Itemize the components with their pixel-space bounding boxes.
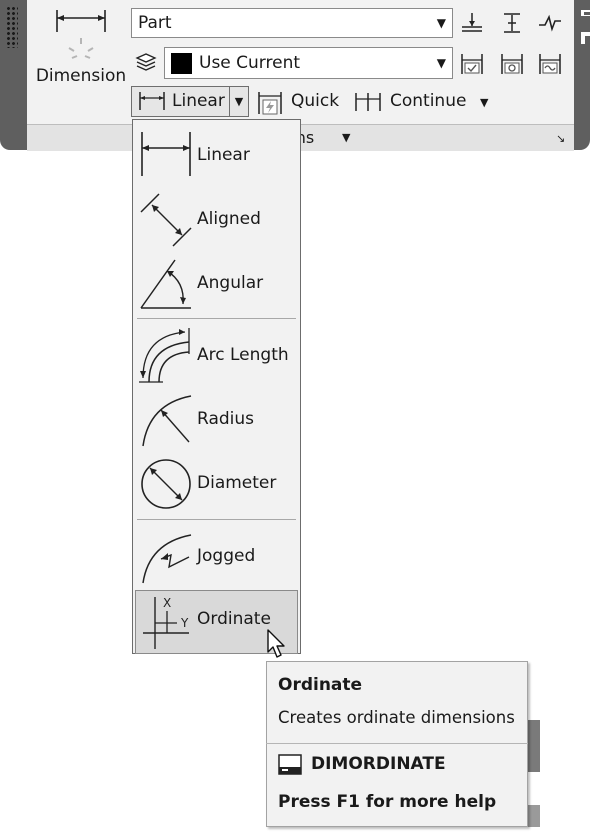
ordinate-icon: X Y [143, 596, 189, 649]
aligned-dim-icon [140, 193, 192, 247]
chevron-down-icon[interactable]: ▼ [229, 87, 248, 116]
jogged-icon [142, 534, 192, 584]
menu-item-label: Linear [197, 145, 250, 165]
continue-dimension-icon[interactable] [354, 91, 382, 113]
menu-item-label: Jogged [197, 546, 256, 566]
diameter-icon [141, 459, 191, 509]
linear-split-label: Linear [172, 91, 225, 111]
radius-icon [142, 395, 192, 447]
chevron-down-icon[interactable]: ▼ [342, 131, 351, 144]
tooltip-separator [266, 743, 528, 744]
ordinate-y-letter: Y [180, 616, 189, 630]
dimension-button[interactable]: Dimension [33, 6, 129, 92]
layer-color-swatch [171, 53, 192, 74]
tooltip-description: Creates ordinate dimensions [278, 708, 515, 727]
ordinate-x-letter: X [163, 596, 171, 610]
menu-item-linear[interactable]: Linear [133, 124, 300, 186]
menu-item-angular[interactable]: Angular [133, 252, 300, 314]
menu-separator [137, 318, 296, 319]
menu-item-label: Arc Length [197, 345, 289, 365]
dimension-style-value: Part [138, 13, 172, 33]
tooltip-help-hint: Press F1 for more help [278, 792, 497, 812]
dim-break-icon[interactable] [500, 11, 524, 35]
dimension-icon [56, 10, 106, 59]
menu-item-radius[interactable]: Radius [133, 388, 300, 450]
linear-split-button[interactable]: Linear ▼ [131, 86, 249, 117]
angular-dim-icon [140, 259, 191, 309]
layers-icon [135, 53, 157, 71]
panel-grip-handle[interactable] [6, 6, 18, 48]
jog-line-icon[interactable] [538, 11, 562, 35]
linear-dim-icon [139, 92, 165, 110]
inspect-icon[interactable] [460, 52, 484, 76]
arc-length-icon [139, 328, 190, 383]
menu-item-label: Radius [197, 409, 255, 429]
menu-item-arc-length[interactable]: Arc Length [133, 324, 300, 386]
menu-item-label: Aligned [197, 209, 261, 229]
tooltip-title: Ordinate [278, 675, 363, 695]
menu-item-label: Ordinate [197, 609, 271, 629]
menu-item-diameter[interactable]: Diameter [133, 452, 300, 514]
linear-dim-icon [141, 132, 191, 176]
menu-item-label: Diameter [197, 473, 277, 493]
menu-separator [137, 519, 296, 520]
dimension-button-label: Dimension [35, 66, 127, 86]
reassociate-icon[interactable] [538, 52, 562, 76]
dimension-layer-value: Use Current [199, 53, 301, 73]
continue-dropdown-arrow[interactable]: ▼ [480, 96, 489, 109]
panel-options-icon[interactable] [580, 8, 594, 48]
mouse-pointer-icon [267, 629, 285, 658]
chevron-down-icon: ▼ [436, 16, 446, 30]
quick-dimension-icon[interactable] [257, 90, 283, 116]
continue-dimension-label[interactable]: Continue [390, 91, 467, 111]
update-icon[interactable] [500, 52, 524, 76]
menu-item-ordinate[interactable]: X Y Ordinate [135, 590, 298, 654]
menu-item-label: Angular [197, 273, 264, 293]
command-line-icon [278, 754, 302, 775]
command-tooltip [266, 661, 528, 827]
chevron-down-icon: ▼ [436, 56, 446, 70]
dim-space-icon[interactable] [460, 11, 484, 35]
menu-item-jogged[interactable]: Jogged [133, 525, 300, 587]
tooltip-command-name: DIMORDINATE [311, 754, 446, 774]
dimension-type-menu: Linear Aligned Angular Arc Length [132, 119, 301, 654]
tooltip-shadow [528, 720, 540, 772]
quick-dimension-label[interactable]: Quick [291, 91, 340, 111]
dialog-launcher-icon[interactable]: ↘ [556, 132, 566, 145]
dimension-layer-combo[interactable]: Use Current ▼ [164, 47, 453, 79]
menu-item-aligned[interactable]: Aligned [133, 188, 300, 250]
dimension-style-combo[interactable]: Part ▼ [131, 8, 453, 38]
